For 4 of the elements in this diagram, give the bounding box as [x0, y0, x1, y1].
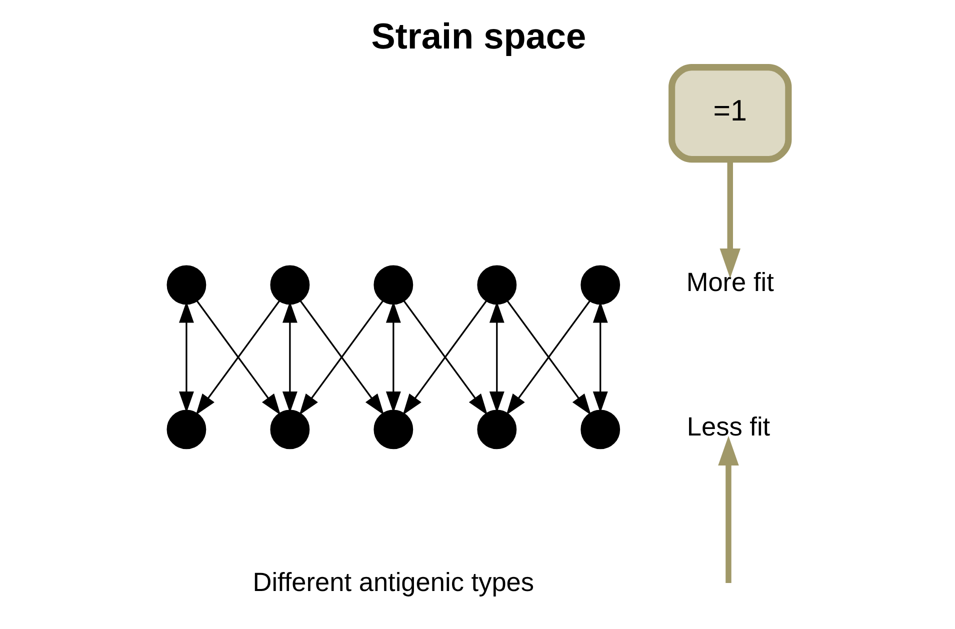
node-text: More fit [686, 267, 774, 298]
label: Different antigenic types [252, 566, 534, 597]
node-text: Less fit [686, 412, 770, 442]
diagram-title: Strain space [370, 16, 586, 57]
